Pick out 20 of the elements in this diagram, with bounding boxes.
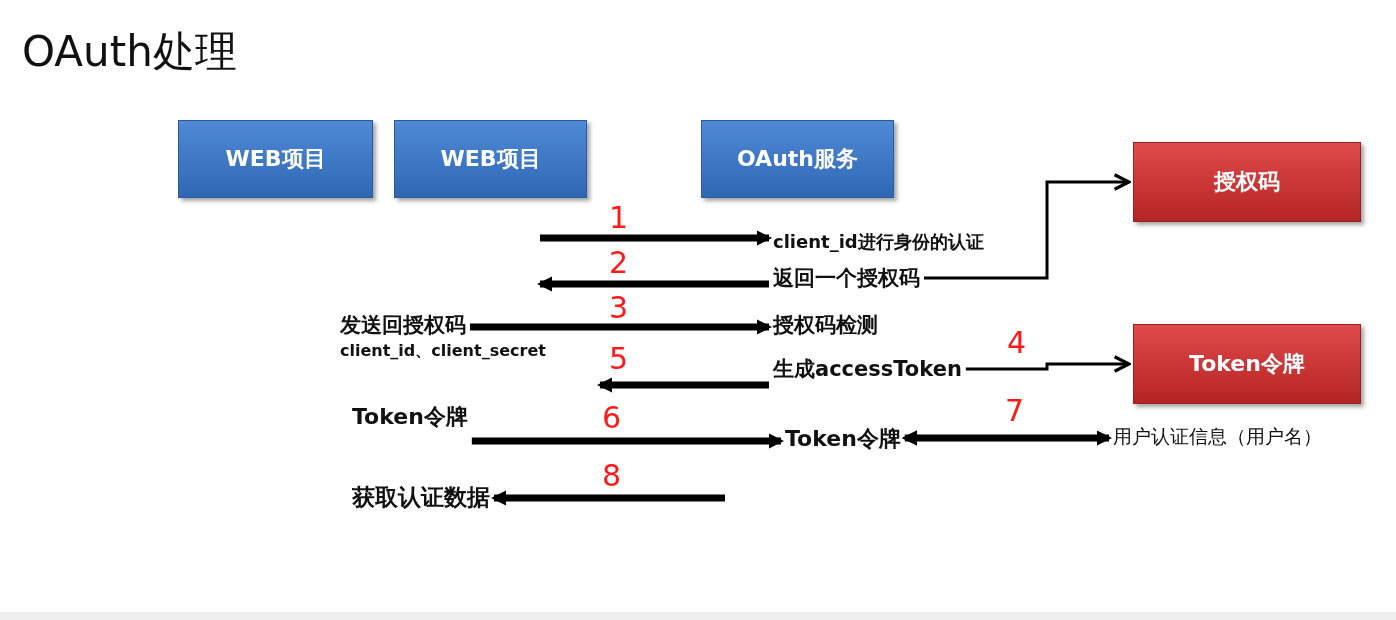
- step-text: 返回一个授权码: [773, 264, 920, 292]
- step-text: 授权码检测: [773, 311, 878, 339]
- arrow: [965, 355, 1131, 373]
- step-text: client_id进行身份的认证: [773, 230, 984, 254]
- step-text: Token令牌: [352, 402, 468, 432]
- storage-box: 授权码: [1133, 142, 1361, 222]
- process-box: WEB项目: [394, 120, 587, 198]
- arrow: [924, 173, 1131, 280]
- storage-box: Token令牌: [1133, 324, 1361, 404]
- title: OAuth处理: [22, 26, 237, 78]
- step-text: 获取认证数据: [352, 482, 490, 513]
- process-box: OAuth服务: [701, 120, 894, 198]
- step-text: 生成accessToken: [773, 355, 962, 383]
- arrow: [471, 433, 785, 449]
- step-text: 用户认证信息（用户名）: [1113, 424, 1322, 450]
- arrow: [901, 430, 1113, 446]
- process-box: WEB项目: [178, 120, 373, 198]
- note-text: client_id、client_secret: [340, 341, 546, 362]
- step-text: 发送回授权码: [340, 311, 466, 339]
- step-text: Token令牌: [785, 424, 901, 454]
